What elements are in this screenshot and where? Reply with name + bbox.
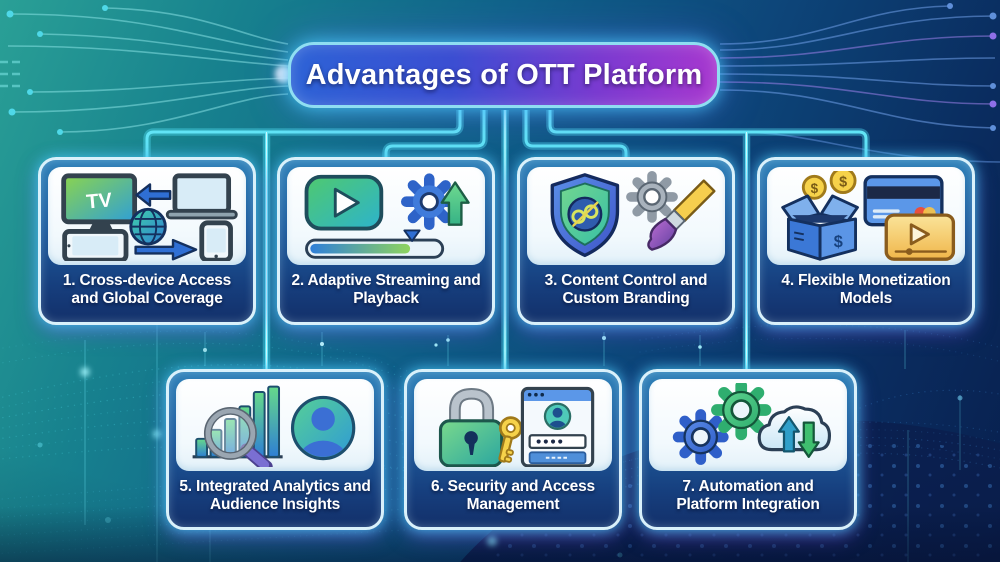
card-label: 3. Content Control and Custom Branding <box>544 272 708 307</box>
gear-icons <box>673 382 772 465</box>
card-icon-panel <box>649 379 847 471</box>
card-security-access: 6. Security and Access Management <box>404 369 622 530</box>
coin-icons: $ $ <box>801 170 857 200</box>
arrow-left-icon <box>135 183 172 207</box>
card-flexible-monetization: $ $ $ <box>757 157 975 325</box>
login-window-icon <box>521 386 595 468</box>
smartphone-icon <box>199 220 233 262</box>
video-player-icon <box>884 213 955 261</box>
magnifier-icon <box>204 406 274 468</box>
card-integrated-analytics: 5. Integrated Analytics and Audience Ins… <box>166 369 384 530</box>
topright-trace-dots <box>947 3 997 131</box>
paintbrush-icon <box>647 179 716 251</box>
security-illustration <box>439 386 595 468</box>
card-icon-panel: TV <box>48 167 246 265</box>
title-banner: Advantages of OTT Platform <box>288 42 720 108</box>
wave-dots-left <box>0 330 471 493</box>
card-label: 7. Automation and Platform Integration <box>676 477 820 513</box>
cloud-sync-icon <box>758 405 832 458</box>
tv-icon: TV <box>61 173 137 235</box>
svg-text:$: $ <box>839 174 847 190</box>
shield-icon <box>550 173 620 257</box>
card-content-control: 3. Content Control and Custom Branding <box>517 157 735 325</box>
branding-illustration <box>550 170 716 257</box>
card-label: 5. Integrated Analytics and Audience Ins… <box>179 477 371 513</box>
card-icon-panel <box>176 379 374 471</box>
svg-text:$: $ <box>810 181 818 196</box>
card-label: 1. Cross-device Access and Global Covera… <box>62 272 232 307</box>
left-edge-dashes <box>0 60 22 88</box>
card-label: 2. Adaptive Streaming and Playback <box>291 272 481 307</box>
card-cross-device-access: TV <box>38 157 256 325</box>
gear-upgrade-icon <box>400 173 470 230</box>
svg-text:TV: TV <box>85 189 113 213</box>
svg-text:$: $ <box>834 233 843 251</box>
card-icon-panel: $ $ $ <box>767 167 965 265</box>
progress-bar-icon <box>304 229 445 259</box>
card-label: 6. Security and Access Management <box>431 477 595 513</box>
laptop-icon <box>165 173 238 220</box>
audience-avatar-icon <box>291 395 356 460</box>
play-button-icon <box>304 174 384 231</box>
streaming-illustration <box>304 173 470 259</box>
credit-card-icon <box>863 175 944 227</box>
gear-icon <box>626 170 678 223</box>
card-automation-integration: 7. Automation and Platform Integration <box>639 369 857 530</box>
globe-icon <box>129 207 167 246</box>
card-icon-panel <box>287 167 485 265</box>
topleft-traces <box>7 7 289 133</box>
devices-illustration: TV <box>61 173 238 262</box>
padlock-icon <box>439 387 504 468</box>
key-icon <box>498 415 523 463</box>
money-box-icon: $ <box>781 194 859 261</box>
topleft-trace-dots <box>6 5 108 135</box>
analytics-illustration <box>193 385 356 468</box>
arrow-right-icon <box>134 238 198 261</box>
card-icon-panel <box>414 379 612 471</box>
card-icon-panel <box>527 167 725 265</box>
tablet-icon <box>62 228 129 262</box>
monetization-illustration: $ $ $ <box>781 170 955 261</box>
card-adaptive-streaming: 2. Adaptive Streaming and Playback <box>277 157 495 325</box>
automation-illustration <box>673 382 832 465</box>
card-label: 4. Flexible Monetization Models <box>781 272 951 307</box>
